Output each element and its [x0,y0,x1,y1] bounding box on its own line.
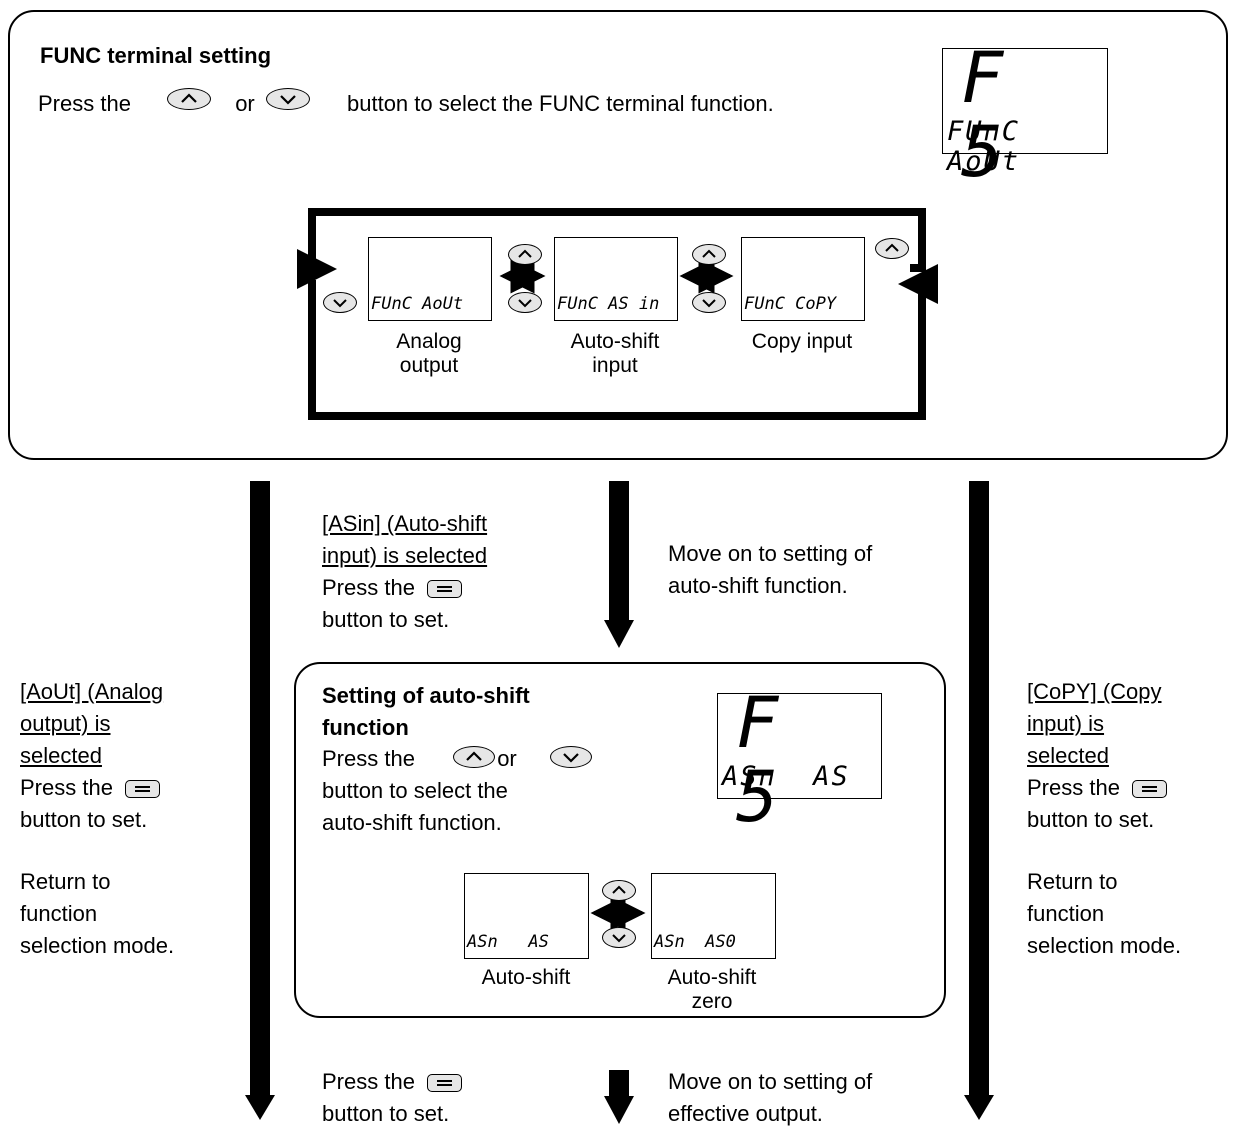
option-caption-copy: Copy input [741,330,863,354]
middle-cond-line: [ASin] (Auto-shift [322,511,488,536]
lcd-option-text: ASn AS [467,932,549,952]
s-button-icon[interactable] [427,580,463,599]
down-button-icon[interactable] [323,292,357,313]
right-press-line: button to set. [1027,807,1155,832]
option-caption-auto-shift: Auto-shift [450,966,602,990]
lcd-option-text: FUnC AoUt [371,294,464,314]
auto-shift-title-line: Setting of auto-shift [322,683,530,708]
lcd-option-auto-shift-input: FUnC AS in [554,237,678,321]
display-bottom-segment: FUnC AoUt [947,116,1021,177]
left-result-line: selection mode. [20,933,175,958]
lcd-option-auto-shift: ASn AS [464,873,589,959]
func-terminal-setting-panel [8,10,1228,460]
up-button-icon[interactable] [602,880,636,901]
auto-shift-setting-panel [294,662,946,1018]
left-cond-line: output) is [20,711,111,736]
instruction-line: auto-shift function. [322,810,502,835]
left-cond-line: [AoUt] (Analog [20,679,164,704]
lcd-option-text: FUnC AS in [557,294,660,314]
lcd-option-text: ASn AS0 [654,932,736,952]
lcd-option-text: FUnC CoPY [744,294,837,314]
middle-cond-line: input) is selected [322,543,488,568]
bottom-result-text: Move on to setting of effective output. [668,1066,872,1130]
middle-press-line: button to set. [322,607,450,632]
down-button-icon[interactable] [266,88,310,110]
s-button-icon[interactable] [1132,780,1168,799]
middle-branch-text: [ASin] (Auto-shift input) is selected Pr… [322,508,487,636]
caption-line: zero [691,990,733,1013]
bottom-result-line: effective output. [668,1101,823,1126]
caption-line: Auto-shift [667,966,757,989]
instruction-post: button to select the FUNC terminal funct… [347,91,774,116]
left-press-line: Press the [20,775,113,800]
right-press-line: Press the [1027,775,1120,800]
left-press-line: button to set. [20,807,148,832]
func-display-large: F 5 FUnC AoUt [942,41,1108,189]
instruction-or: or [497,746,517,771]
lcd-option-analog-output: FUnC AoUt [368,237,492,321]
caption-line: Analog [396,330,462,353]
right-result-line: selection mode. [1027,933,1182,958]
bottom-press-line: button to set. [322,1101,450,1126]
auto-shift-display-large: F 5 ASn AS [717,686,882,834]
right-result-line: Return to [1027,869,1118,894]
up-button-icon[interactable] [875,238,909,259]
middle-result-line: Move on to setting of [668,541,873,566]
display-top-segment: F 5 [736,682,787,838]
func-section-title: FUNC terminal setting [40,43,272,68]
left-cond-line: selected [20,743,102,768]
auto-shift-title-line: function [322,715,409,740]
middle-result-line: auto-shift function. [668,573,848,598]
caption-line: output [399,354,459,377]
left-result-line: Return to [20,869,111,894]
middle-branch-result: Move on to setting of auto-shift functio… [668,538,872,602]
caption-line: Copy input [751,330,853,353]
instruction-line: button to select the [322,778,508,803]
caption-line: input [592,354,638,377]
caption-line: Auto-shift [570,330,660,353]
up-button-icon[interactable] [167,88,211,110]
instruction-pre: Press the [322,746,415,771]
down-button-icon[interactable] [550,746,592,768]
option-caption-auto-shift-zero: Auto-shift zero [636,966,788,1014]
right-cond-line: [CoPY] (Copy [1027,679,1162,704]
caption-line: Auto-shift [481,966,571,989]
left-branch-text: [AoUt] (Analog output) is selected Press… [20,676,174,962]
up-button-icon[interactable] [453,746,495,768]
bottom-result-line: Move on to setting of [668,1069,873,1094]
middle-press-line: Press the [322,575,415,600]
up-button-icon[interactable] [508,244,542,265]
right-cond-line: input) is [1027,711,1105,736]
right-result-line: function [1027,901,1105,926]
up-button-icon[interactable] [692,244,726,265]
option-caption-analog: Analog output [368,330,490,378]
right-branch-text: [CoPY] (Copy input) is selected Press th… [1027,676,1181,962]
left-result-line: function [20,901,98,926]
auto-shift-title: Setting of auto-shift function [322,680,530,744]
auto-shift-instruction: Press the or button to select the auto-s… [322,743,517,839]
instruction-or: or [235,91,255,116]
lcd-option-auto-shift-zero: ASn AS0 [651,873,776,959]
down-button-icon[interactable] [602,927,636,948]
s-button-icon[interactable] [125,780,161,799]
instruction-pre: Press the [38,91,131,116]
display-top-segment: F 5 [961,37,1012,193]
down-button-icon[interactable] [508,292,542,313]
right-cond-line: selected [1027,743,1109,768]
bottom-press-text: Press the button to set. [322,1066,463,1130]
display-bottom-segment: ASn AS [722,761,850,792]
lcd-option-copy-input: FUnC CoPY [741,237,865,321]
option-caption-auto-shift: Auto-shift input [554,330,676,378]
s-button-icon[interactable] [427,1074,463,1093]
bottom-press-line: Press the [322,1069,415,1094]
down-button-icon[interactable] [692,292,726,313]
func-section-instruction: Press the or button to select the FUNC t… [38,88,774,120]
